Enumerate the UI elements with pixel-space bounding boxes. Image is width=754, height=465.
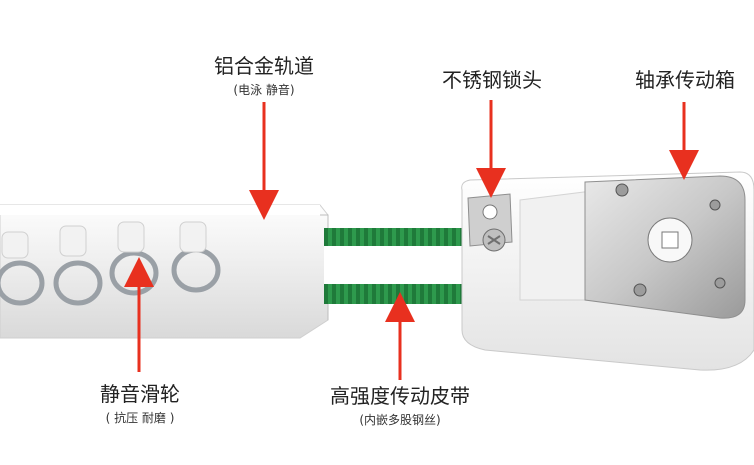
pulley-group — [0, 221, 221, 306]
label-pulley-title: 静音滑轮 — [100, 382, 180, 406]
gearbox-housing — [461, 171, 754, 371]
label-belt-title: 高强度传动皮带 — [330, 384, 470, 408]
label-belt: 高强度传动皮带 (内嵌多股钢丝) — [315, 384, 485, 428]
label-track-subtitle: (电泳 静音) — [233, 83, 295, 97]
callout-arrows — [124, 100, 699, 380]
label-pulley: 静音滑轮 ( 抗压 耐磨 ) — [84, 382, 196, 426]
label-belt-subtitle: (内嵌多股钢丝) — [359, 413, 441, 427]
drive-belt — [324, 228, 464, 304]
stainless-lock — [467, 193, 513, 252]
label-track-title: 铝合金轨道 — [214, 54, 314, 78]
label-lock-title: 不锈钢锁头 — [442, 68, 542, 92]
aluminum-track — [0, 204, 329, 339]
label-track: 铝合金轨道 (电泳 静音) — [200, 54, 328, 98]
label-pulley-subtitle: ( 抗压 耐磨 ) — [105, 411, 175, 425]
label-gearbox: 轴承传动箱 — [621, 68, 749, 92]
label-gearbox-title: 轴承传动箱 — [635, 68, 735, 92]
label-lock: 不锈钢锁头 — [428, 68, 556, 92]
